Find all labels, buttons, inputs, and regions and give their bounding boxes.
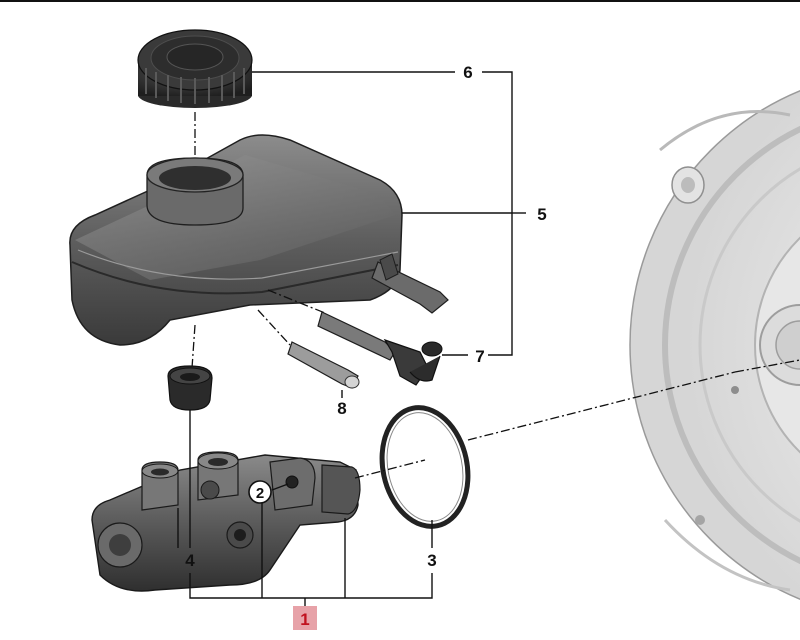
svg-text:6: 6 xyxy=(463,63,472,82)
booster-axis-line xyxy=(734,359,800,373)
o-ring-inner-edge xyxy=(386,412,464,522)
svg-text:8: 8 xyxy=(337,399,346,418)
o-ring-seal xyxy=(379,405,471,529)
top-border xyxy=(0,0,800,2)
connector-alignment-line xyxy=(267,289,326,314)
svg-text:7: 7 xyxy=(475,347,484,366)
brake-booster xyxy=(629,90,800,600)
reservoir-cap xyxy=(137,29,253,108)
svg-text:2: 2 xyxy=(256,485,264,502)
fluid-reservoir xyxy=(69,134,449,346)
callout-4[interactable]: 4 xyxy=(185,551,195,570)
callout-1-highlight-box xyxy=(293,606,317,630)
svg-text:5: 5 xyxy=(537,205,546,224)
callout-7[interactable]: 7 xyxy=(475,347,484,366)
leader-lines xyxy=(177,71,526,606)
oring-to-booster-line xyxy=(467,371,736,441)
reservoir-grommet xyxy=(167,324,213,411)
callout-3[interactable]: 3 xyxy=(427,551,436,570)
sensor-pin xyxy=(257,309,360,389)
level-sensor-connector xyxy=(317,311,443,386)
svg-text:3: 3 xyxy=(427,551,436,570)
svg-text:4: 4 xyxy=(185,551,195,570)
callout-6[interactable]: 6 xyxy=(463,63,472,82)
brake-master-cylinder xyxy=(91,451,361,592)
callout-2[interactable]: 2 xyxy=(248,480,272,504)
callout-1-highlighted[interactable]: 1 xyxy=(293,606,317,630)
callout-8[interactable]: 8 xyxy=(337,399,346,418)
callout-5[interactable]: 5 xyxy=(537,205,546,224)
svg-text:1: 1 xyxy=(300,610,309,629)
cylinder-to-oring-line xyxy=(354,459,426,479)
